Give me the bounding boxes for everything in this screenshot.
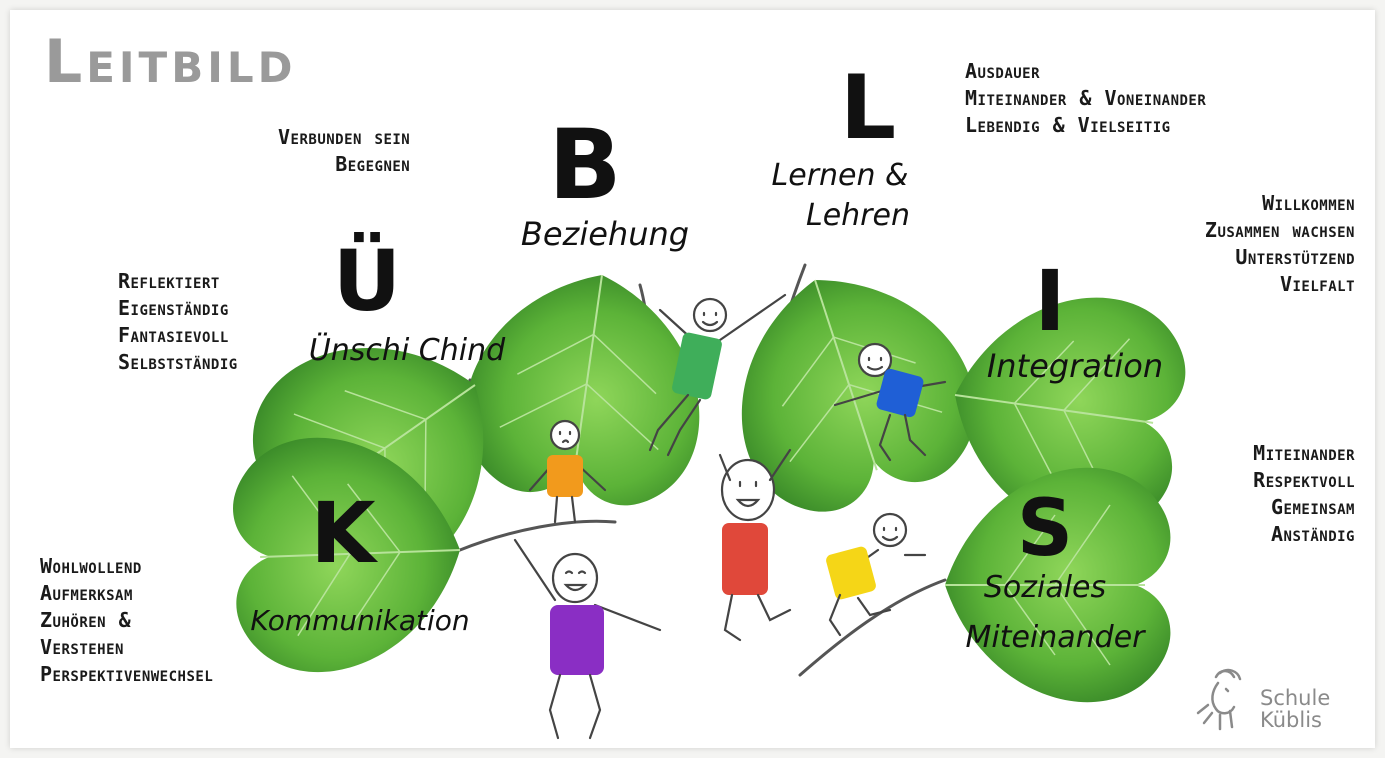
- keywords-u: Reflektiert Eigenständig Fantasievoll Se…: [118, 268, 238, 376]
- label-u-line1: Ünschi Chind: [309, 332, 506, 368]
- letter-l: L: [840, 56, 896, 159]
- keyword: Selbstständig: [118, 350, 238, 374]
- label-l-line1: Lernen &: [772, 158, 909, 193]
- label-b-line1: Beziehung: [521, 215, 689, 253]
- label-k-line1: Kommunikation: [250, 604, 469, 637]
- keyword: Reflektiert: [118, 269, 220, 293]
- letter-u: Ü: [333, 232, 401, 330]
- keywords-l: Ausdauer Miteinander & Voneinander Leben…: [965, 58, 1206, 139]
- keyword: Eigenständig: [118, 296, 229, 320]
- figure-green: [648, 293, 787, 457]
- school-logo: Schule Küblis: [1190, 665, 1360, 735]
- label-s-line1: Soziales: [984, 570, 1106, 605]
- keyword: Verbunden sein: [278, 125, 411, 149]
- keywords-s: Miteinander Respektvoll Gemeinsam Anstän…: [1175, 440, 1355, 548]
- letter-k: K: [310, 484, 378, 582]
- figure-red: [718, 448, 792, 642]
- leaf-illustration: B Beziehung L Lernen & Lehren Ü Ünschi C…: [233, 56, 1186, 740]
- leitbild-canvas: Leitbild: [10, 10, 1375, 748]
- leaf-k: [233, 437, 461, 672]
- figure-blue: [833, 342, 947, 462]
- keywords-k: Wohlwollend Aufmerksam Zuhören & Versteh…: [40, 553, 213, 688]
- label-s-line2: Miteinander: [965, 620, 1146, 655]
- goat-icon: [1196, 668, 1242, 731]
- keyword: Respektvoll: [1253, 468, 1355, 492]
- letter-s: S: [1017, 484, 1073, 574]
- page-title: Leitbild: [44, 27, 297, 97]
- figure-purple: [513, 538, 662, 740]
- keyword: Wohlwollend: [40, 554, 142, 578]
- letter-i: I: [1034, 252, 1065, 350]
- keyword: Perspektivenwechsel: [40, 662, 214, 686]
- label-i-line1: Integration: [987, 347, 1163, 385]
- logo-line2: Küblis: [1260, 708, 1322, 732]
- figure-yellow: [826, 512, 927, 637]
- logo-line1: Schule: [1260, 686, 1331, 710]
- keyword: Gemeinsam: [1271, 495, 1355, 519]
- label-l-line2: Lehren: [806, 198, 910, 233]
- keyword: Willkommen: [1262, 191, 1355, 215]
- keyword: Anständig: [1271, 522, 1355, 546]
- keyword: Miteinander & Voneinander: [965, 86, 1207, 110]
- keyword: Fantasievoll: [118, 323, 229, 347]
- keyword: Miteinander: [1253, 441, 1355, 465]
- figures: [513, 293, 947, 740]
- keyword: Zuhören &: [40, 608, 132, 632]
- keyword: Vielfalt: [1279, 272, 1355, 296]
- figure-orange: [528, 419, 607, 524]
- keyword: Aufmerksam: [40, 581, 133, 605]
- keyword: Zusammen wachsen: [1204, 218, 1355, 242]
- keywords-i: Willkommen Zusammen wachsen Unterstützen…: [1125, 190, 1355, 298]
- keyword: Ausdauer: [965, 59, 1041, 83]
- logo-text: Schule Küblis: [1260, 687, 1330, 731]
- keyword: Verstehen: [40, 635, 124, 659]
- keyword: Begegnen: [335, 152, 411, 176]
- leaf-b: [465, 274, 700, 506]
- letter-b: B: [548, 109, 621, 221]
- leaf-s: [945, 467, 1171, 703]
- keyword: Unterstützend: [1235, 245, 1355, 269]
- leaf-i: [954, 297, 1186, 532]
- keywords-b: Verbunden sein Begegnen: [278, 124, 410, 178]
- keyword: Lebendig & Vielseitig: [965, 113, 1171, 137]
